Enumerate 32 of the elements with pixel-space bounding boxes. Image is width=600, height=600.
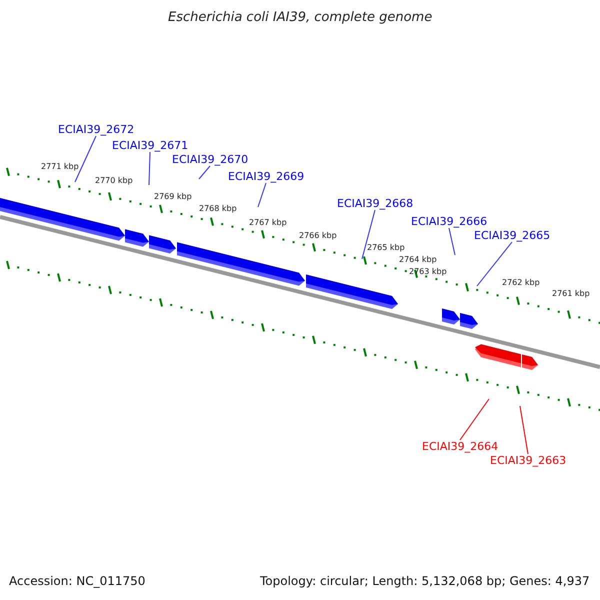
footer-text: Accession: NC_011750 — [9, 574, 146, 588]
scale-label: 2761 kbp — [552, 290, 590, 298]
scale-label: 2769 kbp — [154, 192, 192, 200]
gene-label: ECIAI39_2671 — [112, 139, 188, 152]
leader-line — [258, 182, 266, 208]
gene-label: ECIAI39_2664 — [422, 440, 498, 454]
scale-label: 2763 kbp — [409, 268, 447, 276]
gene-label: ECIAI39_2669 — [228, 170, 304, 184]
leader-line — [74, 136, 96, 182]
gene-label: ECIAI39_2668 — [337, 197, 414, 210]
diagram-title: Escherichia coli IAI39, complete genome — [168, 10, 432, 26]
scale-label: 2765 kbp — [367, 244, 405, 252]
scale-label: 2764 kbp — [399, 256, 437, 264]
leader-line — [362, 210, 376, 260]
scale-label: 2767 kbp — [249, 218, 287, 226]
scale-label: 2771 kbp — [41, 162, 79, 170]
scale-label: 2766 kbp — [299, 232, 337, 240]
gene-label: ECIAI39_2663 — [490, 454, 566, 468]
gene-label: ECIAI39_2666 — [411, 215, 488, 228]
leader-line — [198, 166, 210, 180]
scale-label: 2768 kbp — [199, 204, 237, 212]
gene-label: ECIAI39_2670 — [172, 153, 248, 166]
leader-line — [476, 242, 512, 286]
footer-text: Topology: circular; Length: 5,132,068 bp; Genes: 4,937 — [260, 574, 590, 588]
leader-line — [520, 406, 528, 454]
gene-label: ECIAI39_2672 — [58, 123, 134, 136]
scale-label: 2770 kbp — [95, 176, 133, 184]
leader-line — [148, 152, 150, 186]
leader-line — [460, 398, 490, 440]
scale-label: 2762 kbp — [502, 278, 540, 286]
leader-line — [448, 228, 456, 256]
gene-label: ECIAI39_2665 — [474, 229, 550, 242]
